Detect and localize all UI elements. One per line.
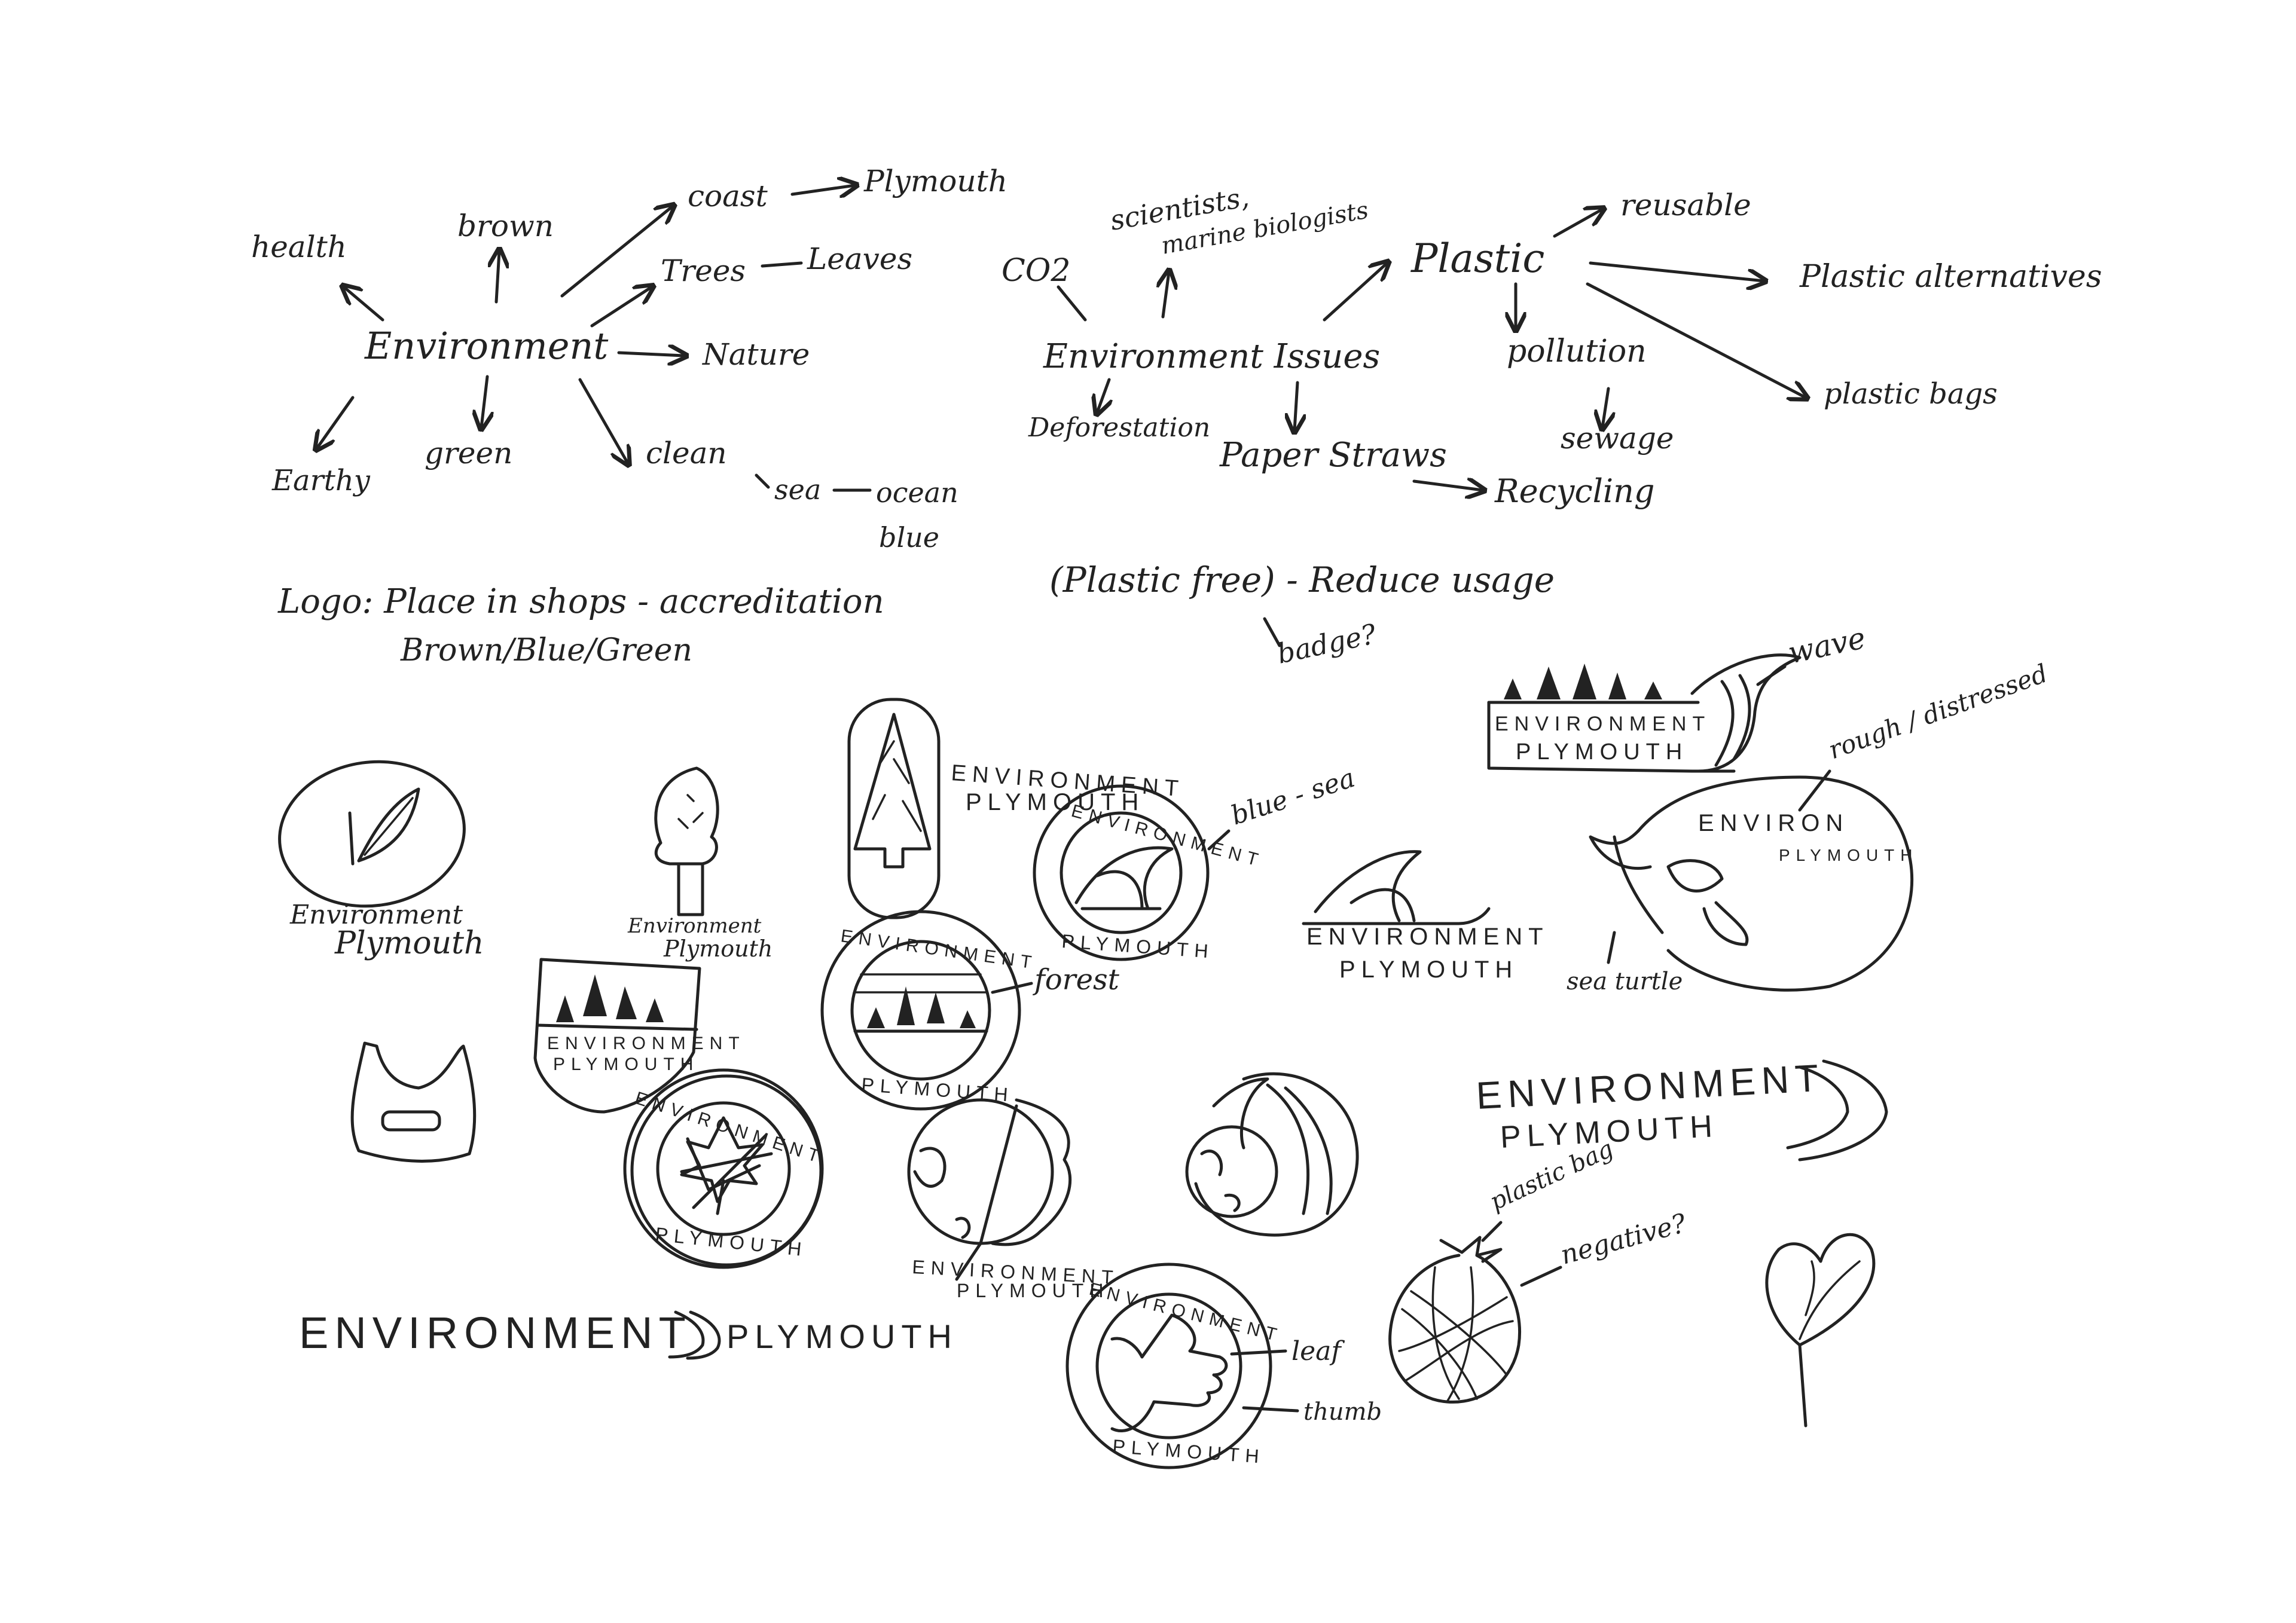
forest-ring-note: forest bbox=[1033, 963, 1120, 997]
issue-paper-straws: Paper Straws bbox=[1219, 436, 1447, 475]
sketch-tied-bag: plastic bag negative? bbox=[1388, 1135, 1690, 1404]
sketch-banner: ENVIRONMENT PLYMOUTH wave bbox=[1487, 621, 1868, 773]
issue-reusable: reusable bbox=[1620, 188, 1751, 222]
note-colours: Brown/Blue/Green bbox=[400, 632, 692, 668]
sketch-long-wordmark: ENVIRONMENT PLYMOUTH bbox=[299, 1308, 958, 1360]
bag-note-negative: negative? bbox=[1558, 1208, 1690, 1271]
shield-label-2: PLYMOUTH bbox=[553, 1055, 699, 1074]
issue-recycling: Recycling bbox=[1494, 472, 1655, 510]
sketch-wave-ring: ENVIRONMENT PLYMOUTH ENVIRONMENT PLYMOUT… bbox=[950, 760, 1358, 962]
globe-leaf-label-2: PLYMOUTH bbox=[957, 1280, 1109, 1301]
leaf-oval-label-1: Environment bbox=[289, 900, 463, 930]
branch-nature: Nature bbox=[702, 337, 810, 372]
branch-blue: blue bbox=[879, 521, 939, 554]
branch-brown: brown bbox=[457, 209, 554, 243]
shield-label-1: ENVIRONMENT bbox=[547, 1034, 746, 1053]
branch-earthy: Earthy bbox=[271, 464, 371, 497]
turtle-label-2: PLYMOUTH bbox=[1779, 846, 1919, 864]
thumb-note-leaf: leaf bbox=[1292, 1336, 1345, 1367]
sketch-maple-ring: ENVIRONMENT PLYMOUTH bbox=[623, 1068, 828, 1269]
issue-plastic-alternatives: Plastic alternatives bbox=[1799, 259, 2102, 295]
branch-trees: Trees bbox=[661, 253, 746, 288]
note-plastic-free: (Plastic free) - Reduce usage bbox=[1049, 560, 1555, 600]
mindmap-center-issues: Environment Issues bbox=[1043, 337, 1380, 376]
thumb-note-thumb: thumb bbox=[1303, 1398, 1382, 1426]
sketch-shield: ENVIRONMENT PLYMOUTH bbox=[533, 958, 746, 1114]
sketch-leaf-oval: Environment Plymouth bbox=[278, 760, 484, 961]
issue-co2: CO2 bbox=[1002, 253, 1071, 289]
note-logo-place: Logo: Place in shops - accreditation bbox=[277, 582, 884, 621]
long-wordmark-left: ENVIRONMENT bbox=[299, 1308, 692, 1358]
long-wordmark-right: PLYMOUTH bbox=[726, 1318, 958, 1355]
sketch-thumb-ring: ENVIRONMENT PLYMOUTH leaf thumb bbox=[1065, 1263, 1382, 1469]
branch-sea: sea bbox=[774, 473, 821, 506]
sketch-heart-leaf bbox=[1765, 1233, 1876, 1428]
turtle-note-2: sea turtle bbox=[1567, 968, 1683, 995]
sketch-wave-simple: ENVIRONMENT PLYMOUTH bbox=[1302, 850, 1549, 983]
branch-coast: coast bbox=[688, 179, 768, 213]
mindmap-environment: Environment health brown coast Plymouth … bbox=[251, 164, 1007, 554]
wordmark-label-1: ENVIRONMENT bbox=[1475, 1056, 1825, 1117]
issue-sewage: sewage bbox=[1561, 421, 1674, 456]
wave-ring-note: blue - sea bbox=[1228, 763, 1359, 832]
turtle-label-1: ENVIRON bbox=[1698, 810, 1849, 836]
tree-label-1: Environment bbox=[627, 914, 762, 938]
issue-plastic-bags: plastic bags bbox=[1824, 377, 1998, 411]
maple-ring-top: ENVIRONMENT bbox=[633, 1088, 828, 1168]
sketch-globe-wave bbox=[1185, 1072, 1359, 1237]
sketch-globe-leaf: ENVIRONMENT PLYMOUTH bbox=[907, 1098, 1119, 1301]
wave-simple-label-2: PLYMOUTH bbox=[1339, 956, 1518, 983]
sketch-wordmark-swoosh: ENVIRONMENT PLYMOUTH bbox=[1475, 1056, 1888, 1162]
leaf-oval-label-2: Plymouth bbox=[334, 925, 484, 961]
banner-label-2: PLYMOUTH bbox=[1516, 739, 1688, 765]
turtle-note: rough / distressed bbox=[1825, 658, 2051, 765]
sketch-plastic-bag-outline bbox=[350, 1041, 477, 1163]
branch-leaves: Leaves bbox=[807, 242, 912, 276]
issue-plastic: Plastic bbox=[1410, 236, 1544, 282]
sketch-tree: Environment Plymouth bbox=[627, 766, 773, 962]
tall-title-2: PLYMOUTH bbox=[966, 789, 1144, 815]
branch-ocean: ocean bbox=[876, 476, 958, 509]
branch-plymouth: Plymouth bbox=[863, 164, 1007, 198]
notes: Logo: Place in shops - accreditation Bro… bbox=[277, 560, 1555, 670]
note-badge: badge? bbox=[1274, 618, 1379, 670]
sketch-tall-tree bbox=[847, 698, 941, 919]
branch-health: health bbox=[251, 230, 347, 264]
sketch-turtle: ENVIRON PLYMOUTH rough / distressed sea … bbox=[1567, 658, 2051, 995]
banner-label-1: ENVIRONMENT bbox=[1495, 713, 1711, 735]
issue-deforestation: Deforestation bbox=[1028, 412, 1210, 443]
issue-pollution: pollution bbox=[1507, 334, 1647, 369]
wave-simple-label-1: ENVIRONMENT bbox=[1306, 924, 1549, 950]
mindmap-center-environment: Environment bbox=[364, 324, 608, 368]
branch-clean: clean bbox=[646, 436, 727, 470]
tree-label-2: Plymouth bbox=[663, 936, 773, 962]
mindmap-issues: Environment Issues CO2 scientists, marin… bbox=[1002, 181, 2102, 510]
banner-note: wave bbox=[1785, 621, 1868, 671]
branch-green: green bbox=[425, 436, 512, 470]
